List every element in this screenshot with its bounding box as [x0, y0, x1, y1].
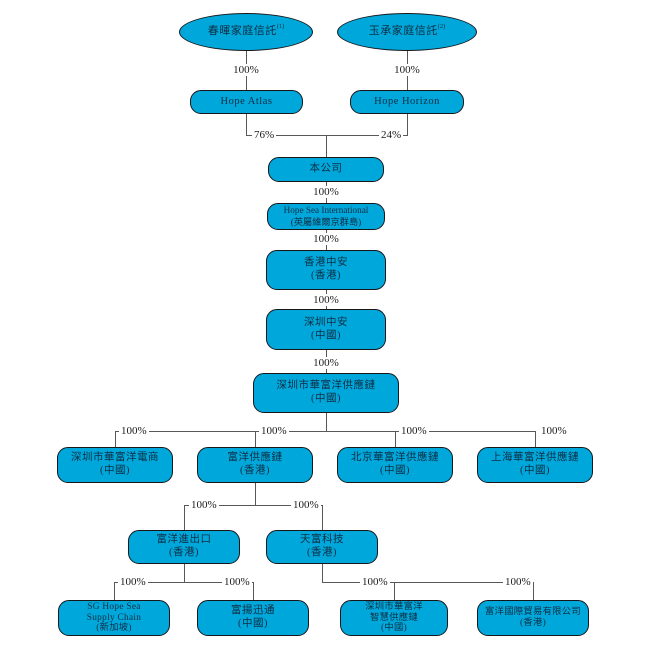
connector [322, 564, 323, 582]
edge-label: 100% [311, 186, 341, 199]
edge-label: 100% [392, 64, 422, 77]
edge-label: 100% [231, 64, 261, 77]
node-shenzhen-zhongan: 深圳中安 (中國) [266, 309, 386, 350]
node-sublabel: (新加坡) [96, 623, 132, 634]
connector [407, 114, 408, 136]
node-sublabel: (香港) [169, 547, 199, 558]
node-sublabel: (中國) [520, 465, 550, 476]
connector [246, 114, 247, 136]
node-label: 深圳中安 [304, 316, 348, 328]
node-hope-sea-international: Hope Sea International (英屬維爾京群島) [267, 203, 385, 230]
node-label: 天富科技 [300, 534, 344, 546]
footnote-ref-2: (2) [437, 23, 446, 31]
node-label: Hope Atlas [220, 95, 273, 107]
node-label: 本公司 [309, 163, 343, 175]
connector [322, 582, 534, 583]
edge-label: 100% [503, 576, 533, 589]
node-shenzhen-huafuyang-supply-chain: 深圳市華富洋供應鏈 (中國) [253, 373, 399, 413]
connector [326, 135, 327, 157]
edge-label: 100% [360, 576, 390, 589]
node-sublabel: (中國) [380, 465, 410, 476]
connector [535, 431, 536, 447]
connector [184, 505, 323, 506]
node-label: 智慧供應鏈 [370, 612, 418, 623]
node-fuyang-xuntong: 富揚迅通 (中國) [197, 600, 309, 636]
connector [322, 505, 323, 530]
node-fuyang-supply-chain: 富洋供應鏈 (香港) [197, 447, 313, 483]
edge-label: 76% [252, 129, 277, 142]
edge-label: 100% [311, 294, 341, 307]
node-label: Supply Chain [86, 612, 142, 623]
node-sublabel: (香港) [240, 465, 270, 476]
connector [115, 431, 116, 447]
node-sublabel: (香港) [307, 547, 337, 558]
node-sublabel: (中國) [100, 465, 130, 476]
node-label: Hope Horizon [374, 95, 440, 107]
node-shenzhen-huafuyang-ecommerce: 深圳市華富洋電商 (中國) [57, 447, 173, 483]
connector [114, 582, 254, 583]
node-fuyang-import-export: 富洋進出口 (香港) [128, 530, 240, 564]
connector [394, 582, 395, 600]
node-trust-yucheng: 玉承家庭信託(2) [337, 13, 477, 51]
node-shanghai-huafuyang-supply-chain: 上海華富洋供應鏈 (中國) [477, 447, 593, 483]
node-beijing-huafuyang-supply-chain: 北京華富洋供應鏈 (中國) [337, 447, 453, 483]
connector [255, 483, 256, 505]
connector [114, 582, 115, 600]
node-label: SG Hope Sea [87, 601, 141, 612]
connector [326, 413, 327, 431]
node-the-company: 本公司 [268, 157, 384, 182]
edge-label: 100% [291, 499, 321, 512]
connector [184, 564, 185, 582]
node-sublabel: (香港) [520, 618, 546, 628]
edge-label: 100% [311, 357, 341, 370]
connector [255, 431, 256, 447]
node-label-text: 玉承家庭信託 [368, 25, 438, 38]
edge-label: 24% [379, 129, 404, 142]
node-sublabel: (中國) [311, 393, 341, 404]
edge-label: 100% [119, 425, 149, 438]
connector [184, 505, 185, 530]
node-label: 深圳市華富洋供應鏈 [276, 380, 376, 392]
node-sublabel: (中國) [381, 623, 407, 634]
node-shenzhen-huafuyang-smart-supply-chain: 深圳市華富洋 智慧供應鏈 (中國) [340, 600, 448, 636]
node-label: 春暉家庭信託(1) [207, 23, 285, 38]
node-label: 深圳市華富洋電商 [71, 452, 159, 464]
node-tianfu-technology: 天富科技 (香港) [266, 530, 378, 564]
node-label: 富洋進出口 [156, 534, 212, 546]
edge-label: 100% [189, 499, 219, 512]
edge-label: 100% [399, 425, 429, 438]
edge-label: 100% [118, 576, 148, 589]
connector [395, 431, 396, 447]
node-label: 香港中安 [304, 257, 348, 269]
edge-label: 100% [539, 425, 569, 438]
connector [246, 135, 408, 136]
node-fuyang-international-trading: 富洋國際貿易有限公司 (香港) [477, 600, 589, 636]
edge-label: 100% [311, 233, 341, 246]
node-label: 深圳市華富洋 [365, 601, 423, 612]
node-label: 玉承家庭信託(2) [368, 23, 446, 38]
node-label: 北京華富洋供應鏈 [351, 452, 439, 464]
node-label: 富洋國際貿易有限公司 [485, 607, 581, 618]
edge-label: 100% [222, 576, 252, 589]
edge-label: 100% [259, 425, 289, 438]
connector [115, 431, 536, 432]
node-sublabel: (英屬維爾京群島) [290, 216, 362, 227]
node-label: 富揚迅通 [231, 605, 275, 617]
node-label: Hope Sea International [283, 205, 369, 215]
connector [253, 582, 254, 600]
connector [533, 582, 534, 600]
node-label: 富洋供應鏈 [227, 452, 283, 464]
node-label: 上海華富洋供應鏈 [491, 452, 579, 464]
node-sublabel: (中國) [311, 329, 341, 341]
node-sublabel: (中國) [238, 618, 268, 629]
node-hope-atlas: Hope Atlas [190, 90, 303, 114]
node-trust-chunhui: 春暉家庭信託(1) [179, 13, 313, 51]
node-hope-horizon: Hope Horizon [350, 90, 464, 114]
node-sg-hope-sea-supply-chain: SG Hope Sea Supply Chain (新加坡) [58, 600, 170, 636]
node-sublabel: (香港) [311, 270, 341, 281]
footnote-ref-1: (1) [276, 23, 285, 31]
node-hongkong-zhongan: 香港中安 (香港) [266, 250, 386, 290]
node-label-text: 春暉家庭信託 [207, 25, 277, 38]
